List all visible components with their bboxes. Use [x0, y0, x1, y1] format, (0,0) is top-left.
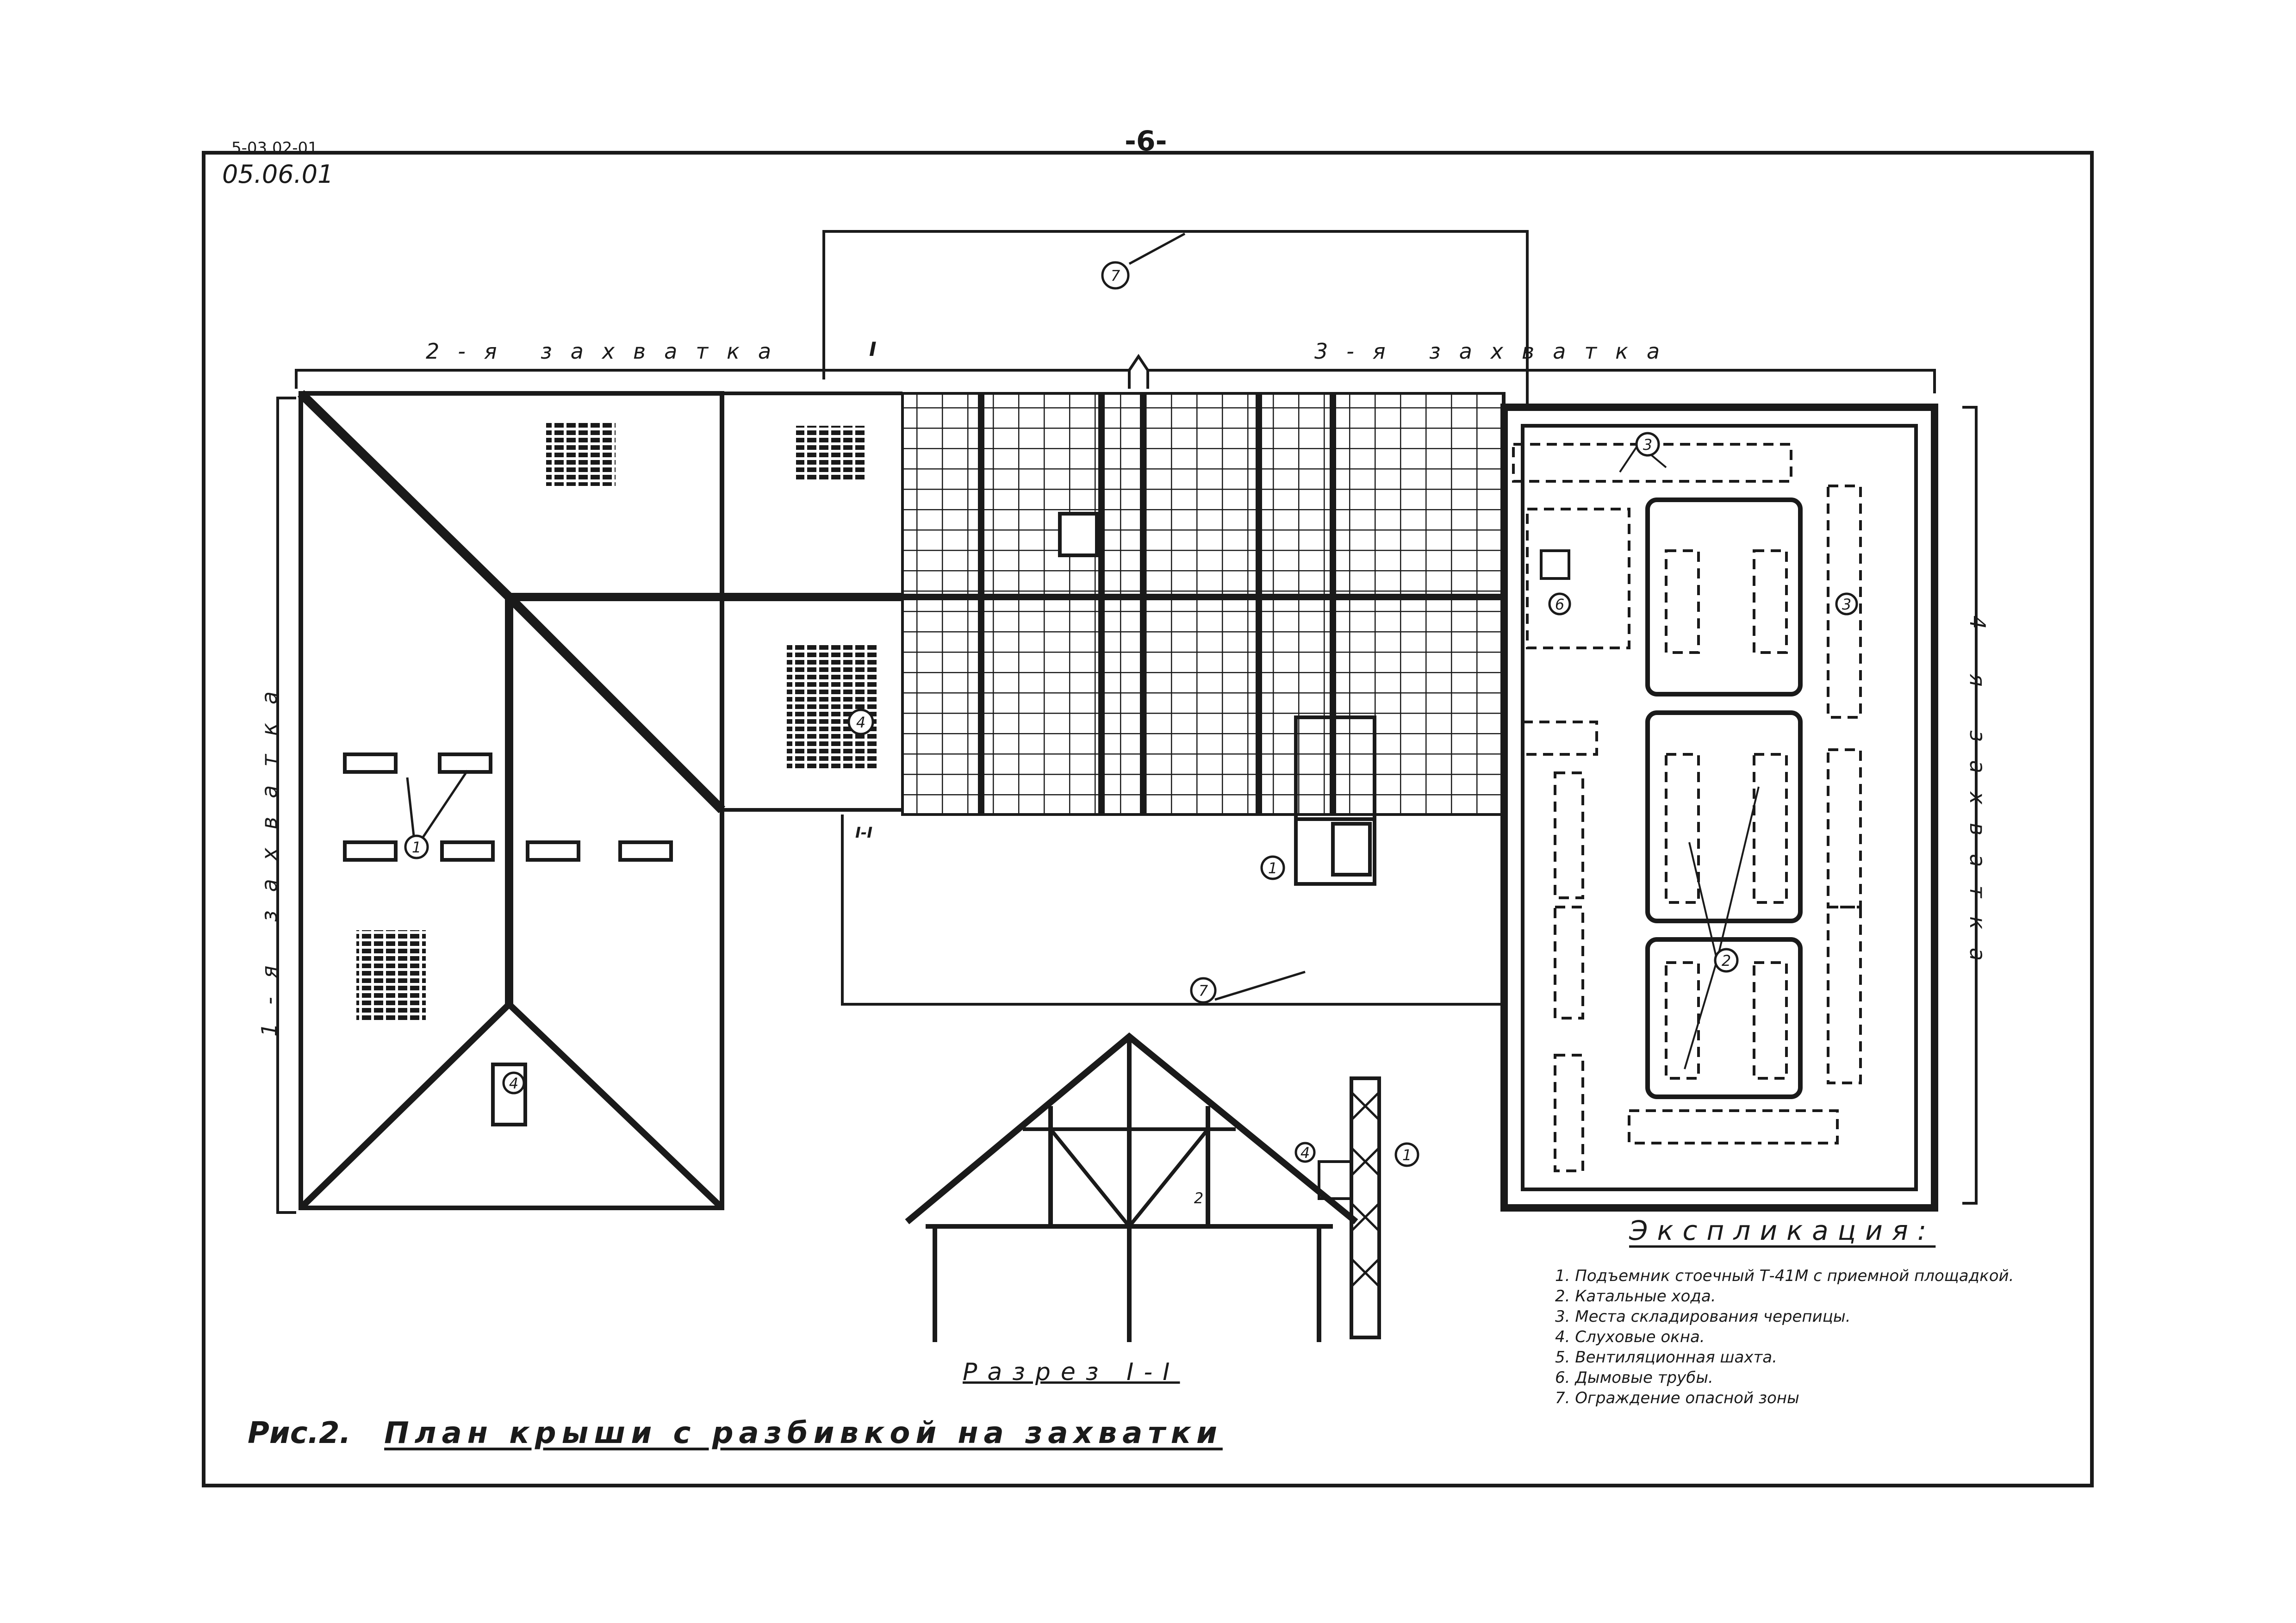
hoist-tower: [1294, 715, 1376, 886]
legend-list: 1. Подъемник стоечный Т-41М с приемной п…: [1555, 1266, 2078, 1408]
callout-circles: [404, 261, 1858, 1167]
chimney-6: [1540, 549, 1570, 580]
svg-text:3: 3: [1643, 436, 1652, 454]
section-mark-bottom: I-I: [855, 824, 873, 841]
danger-zone-fence-bottom: [841, 815, 1506, 1006]
svg-text:1: 1: [412, 839, 421, 856]
zone-3-label: 3-я захватка: [1314, 339, 1679, 364]
legend-item: 7. Ограждение опасной зоны: [1555, 1389, 1799, 1407]
figure-caption: Рис.2. План крыши с разбивкой на захватк…: [248, 1416, 1223, 1450]
zone-braces: [276, 354, 1978, 1214]
section-mark-top: I: [869, 338, 877, 361]
legend-item: 6. Дымовые трубы.: [1555, 1368, 1713, 1387]
legend-item: 2. Катальные хода.: [1555, 1287, 1716, 1306]
svg-text:3: 3: [1842, 596, 1851, 613]
danger-zone-fence-top: [822, 230, 1529, 407]
section-i-i: [905, 1032, 1381, 1342]
zone-2-label: 2-я захватка: [426, 339, 790, 364]
svg-text:7: 7: [1199, 982, 1208, 1000]
legend-item: 3. Места складирования черепицы.: [1555, 1307, 1851, 1326]
svg-text:4: 4: [509, 1075, 518, 1092]
roof-grid-zone-3: [901, 392, 1506, 816]
svg-text:2: 2: [1194, 1189, 1203, 1207]
dormer-windows: [343, 752, 673, 1126]
legend-item: 1. Подъемник стоечный Т-41М с приемной п…: [1555, 1267, 2014, 1285]
leader-fence-7: [1128, 232, 1186, 265]
legend-title: Экспликация:: [1629, 1215, 1936, 1246]
tile-stacks-left: [356, 421, 879, 1023]
svg-text:4: 4: [1300, 1144, 1310, 1162]
callout-1-leaders: [406, 770, 469, 841]
figure-title: План крыши с разбивкой на захватки: [384, 1416, 1223, 1450]
hip-roof-zone-1: [298, 390, 902, 1211]
svg-text:1: 1: [1402, 1146, 1412, 1164]
zone-1-label: 1-я захватка: [257, 672, 282, 1037]
leader-fence-7b: [1214, 970, 1306, 1001]
svg-text:4: 4: [856, 714, 865, 731]
crawlway-frames: [1645, 497, 1803, 1099]
roof-zone-4: [1500, 404, 1938, 1212]
zone-4-label: 4-я захватка: [1965, 616, 1990, 980]
legend-item: 4. Слуховые окна.: [1555, 1328, 1705, 1346]
sheet-subcode: 05.06.01: [222, 160, 334, 189]
sheet-code: 5-03.02-01: [231, 139, 318, 157]
svg-text:1: 1: [1268, 859, 1277, 877]
svg-text:2: 2: [1722, 952, 1731, 970]
page-number: -6-: [1125, 125, 1167, 157]
callout-2-leaders: [1619, 443, 1760, 1070]
svg-text:6: 6: [1555, 596, 1564, 613]
svg-text:7: 7: [1111, 267, 1120, 285]
sheet-frame: [202, 151, 2094, 1487]
section-caption: Разрез I-I: [963, 1358, 1180, 1386]
legend-item: 5. Вентиляционная шахта.: [1555, 1348, 1777, 1367]
callout-numbers: 1 4 4 7 7 1 3 6 3 2 1 4 2: [412, 267, 1851, 1207]
figure-number: Рис.2.: [248, 1416, 351, 1450]
